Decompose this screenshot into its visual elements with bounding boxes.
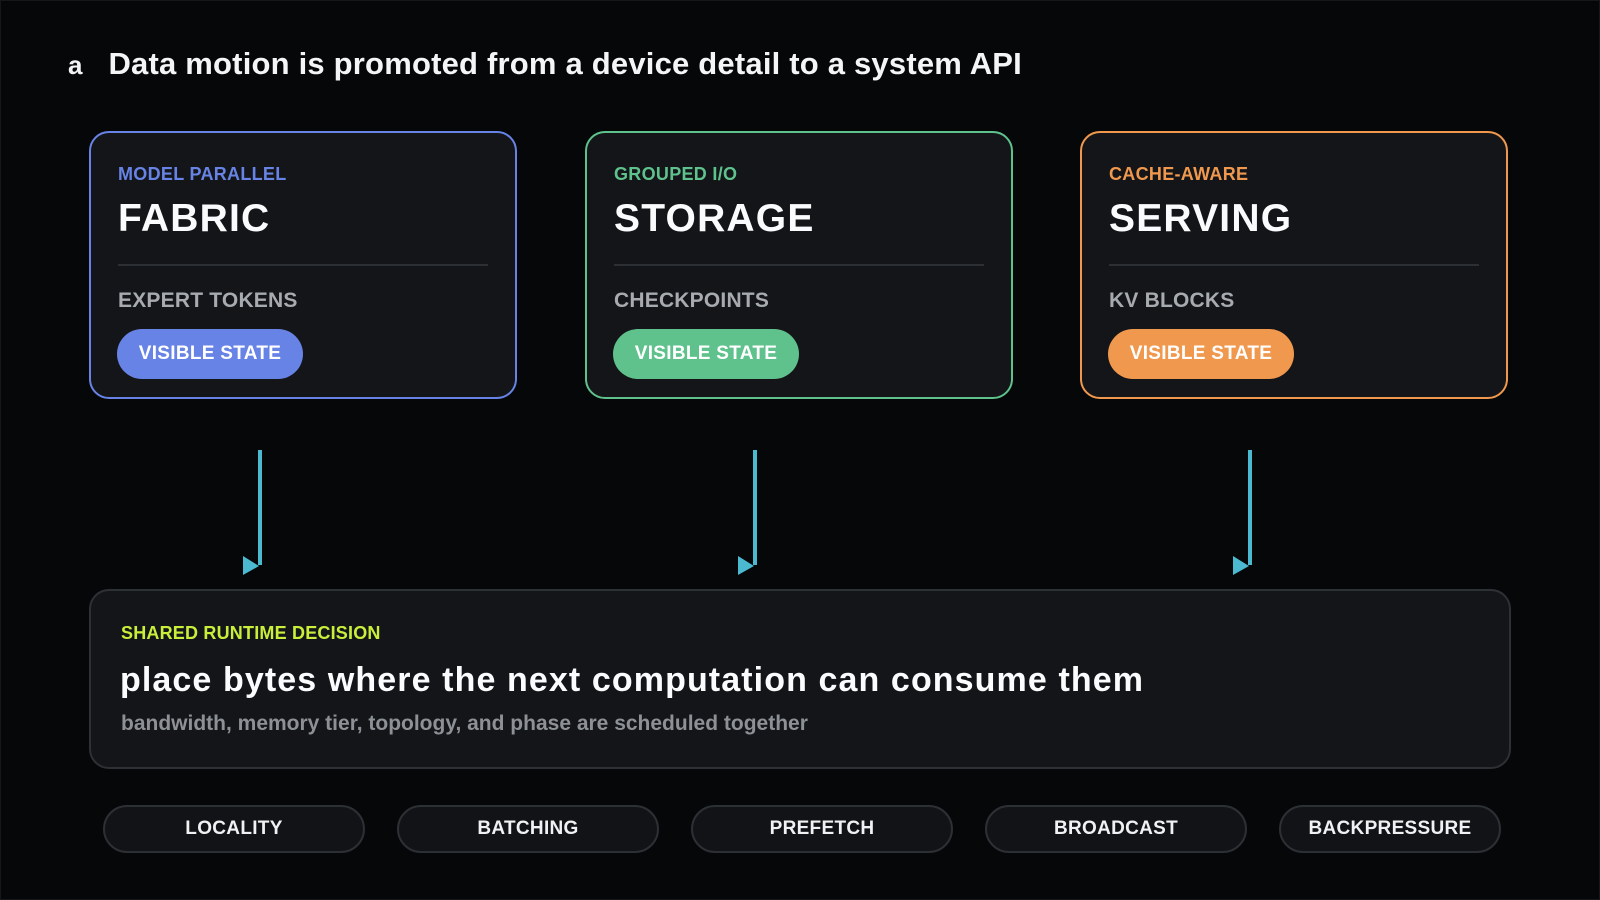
serving-item: KV BLOCKS bbox=[1109, 289, 1235, 312]
fabric-item: EXPERT TOKENS bbox=[118, 289, 298, 312]
figure-title: Data motion is promoted from a device de… bbox=[108, 46, 1022, 81]
serving-title: SERVING bbox=[1109, 197, 1293, 240]
serving-kicker: CACHE-AWARE bbox=[1109, 164, 1249, 184]
serving-visible-state-pill: VISIBLE STATE bbox=[1108, 329, 1294, 379]
tag-broadcast: BROADCAST bbox=[985, 805, 1247, 853]
tag-batching: BATCHING bbox=[397, 805, 659, 853]
tag-locality: LOCALITY bbox=[103, 805, 365, 853]
storage-title: STORAGE bbox=[614, 197, 815, 240]
shared-runtime-title: place bytes where the next computation c… bbox=[120, 661, 1145, 699]
storage-item: CHECKPOINTS bbox=[614, 289, 770, 312]
storage-kicker: GROUPED I/O bbox=[614, 164, 738, 184]
serving-card: CACHE-AWARE SERVING KV BLOCKS VISIBLE ST… bbox=[1080, 131, 1508, 399]
serving-divider bbox=[1109, 264, 1479, 266]
fabric-card: MODEL PARALLEL FABRIC EXPERT TOKENS VISI… bbox=[89, 131, 517, 399]
fabric-divider bbox=[118, 264, 488, 266]
tag-row: LOCALITY BATCHING PREFETCH BROADCAST BAC… bbox=[103, 805, 1501, 855]
storage-divider bbox=[614, 264, 984, 266]
fabric-kicker: MODEL PARALLEL bbox=[118, 164, 287, 184]
shared-runtime-decision-panel: SHARED RUNTIME DECISION place bytes wher… bbox=[89, 589, 1511, 769]
serving-to-runtime-arrow bbox=[1233, 450, 1252, 575]
shared-runtime-kicker: SHARED RUNTIME DECISION bbox=[121, 623, 381, 643]
storage-card: GROUPED I/O STORAGE CHECKPOINTS VISIBLE … bbox=[585, 131, 1013, 399]
figure-heading: a Data motion is promoted from a device … bbox=[68, 46, 1022, 82]
tag-prefetch: PREFETCH bbox=[691, 805, 953, 853]
fabric-visible-state-pill: VISIBLE STATE bbox=[117, 329, 303, 379]
tag-backpressure: BACKPRESSURE bbox=[1279, 805, 1501, 853]
shared-runtime-subtitle: bandwidth, memory tier, topology, and ph… bbox=[121, 712, 808, 735]
panel-letter: a bbox=[68, 50, 83, 80]
fabric-title: FABRIC bbox=[118, 197, 271, 240]
storage-to-runtime-arrow bbox=[738, 450, 757, 575]
fabric-to-runtime-arrow bbox=[243, 450, 262, 575]
storage-visible-state-pill: VISIBLE STATE bbox=[613, 329, 799, 379]
